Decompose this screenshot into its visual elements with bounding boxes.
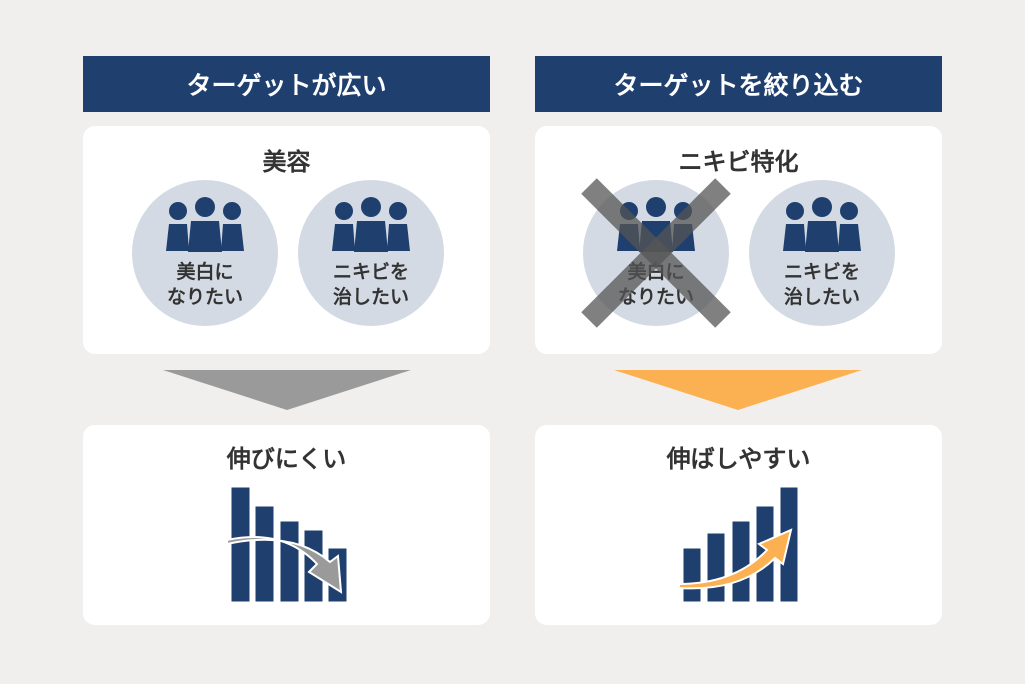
group-label-line2: なりたい (166, 286, 243, 308)
audience-group-acne: ニキビを治したい (298, 180, 444, 326)
left-result-label: 伸びにくい (226, 445, 347, 473)
audience-group-whitening: 美白になりたい (132, 180, 278, 326)
bar (230, 486, 251, 603)
right-card-title: ニキビ特化 (678, 148, 799, 176)
right-result-card: 伸ばしやすい (535, 425, 942, 625)
audience-group-acne: ニキビを治したい (749, 180, 895, 326)
bar (731, 520, 751, 603)
right-result-label: 伸ばしやすい (666, 445, 811, 473)
right-down-arrow (614, 370, 862, 410)
left-down-arrow (163, 370, 411, 410)
left-result-card: 伸びにくい (83, 425, 490, 625)
right-header: ターゲットを絞り込む (535, 56, 942, 112)
declining-chart-icon (226, 486, 348, 603)
group-label-line2: なりたい (617, 286, 694, 308)
people-icon (332, 197, 410, 252)
left-card-title: 美容 (262, 148, 311, 176)
left-target-card: 美容 美白になりたい ニキビを治したい (83, 126, 490, 354)
group-label-line1: 美白に (176, 261, 234, 283)
right-target-card: ニキビ特化 美白になりたい ニキビを治したい (535, 126, 942, 354)
up-trend-arrow (678, 528, 793, 590)
bar (279, 520, 300, 603)
audience-group-whitening-excluded: 美白になりたい (581, 178, 731, 328)
growing-chart-icon (678, 486, 799, 603)
group-label-line2: 治したい (783, 286, 860, 308)
group-label-line1: ニキビを (783, 261, 860, 283)
bar (254, 505, 275, 603)
bar (706, 532, 726, 603)
people-icon (783, 197, 861, 252)
left-header: ターゲットが広い (83, 56, 490, 112)
group-label-line2: 治したい (332, 286, 409, 308)
group-label-line1: ニキビを (332, 261, 409, 283)
people-icon (166, 197, 244, 252)
down-trend-arrow (226, 536, 343, 594)
bar (682, 547, 702, 603)
cross-out-icon (581, 178, 731, 328)
